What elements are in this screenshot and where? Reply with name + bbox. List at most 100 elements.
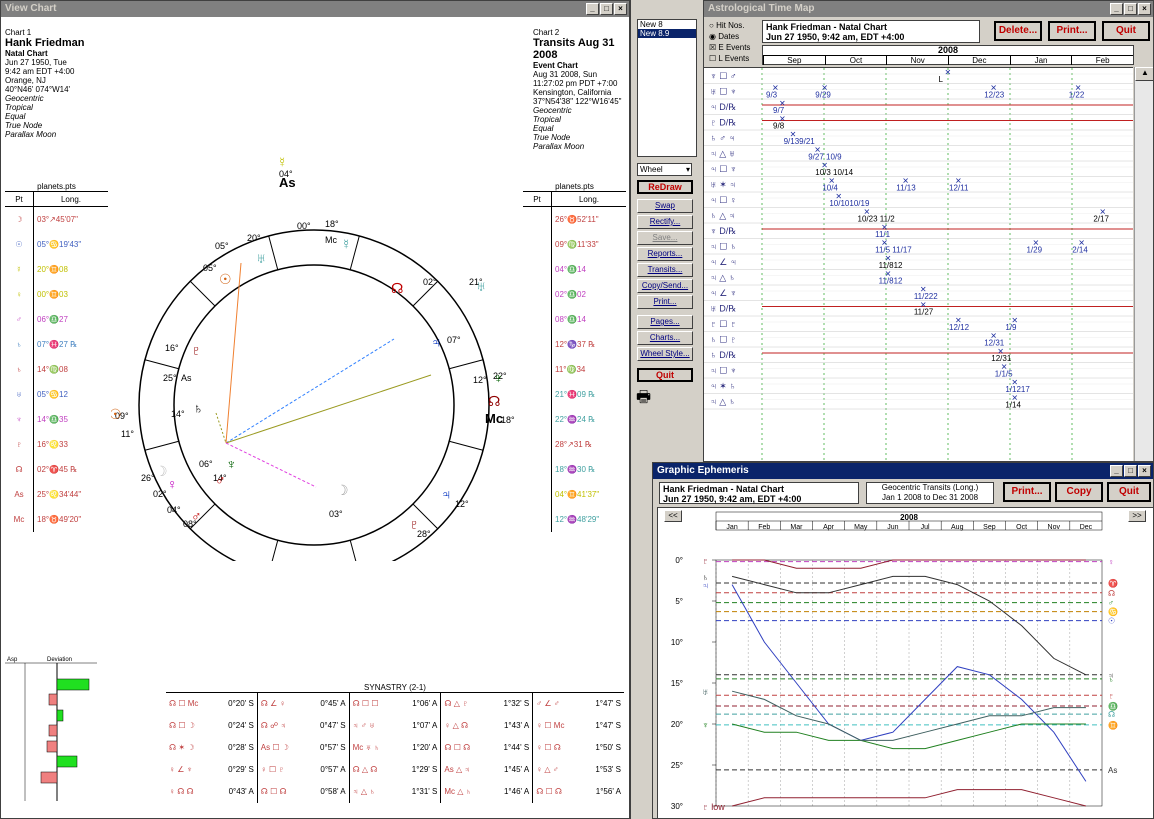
event-date[interactable]: 2/17 — [1093, 215, 1109, 224]
table-row[interactable]: ☽03°↗45'07" — [5, 207, 108, 232]
quit-button[interactable]: Quit — [1102, 21, 1150, 41]
table-row[interactable]: ☉05°♋19'43" — [5, 232, 108, 257]
event-date[interactable]: L — [938, 75, 943, 84]
event-date[interactable]: 2/14 — [1072, 246, 1088, 255]
event-date[interactable]: 11/812 — [879, 277, 903, 286]
synastry-row[interactable]: Mc △ ♄1°46' A — [441, 781, 532, 803]
delete-button[interactable]: Delete... — [994, 21, 1042, 41]
close-icon[interactable]: × — [1138, 465, 1151, 477]
ephemeris-titlebar[interactable]: Graphic Ephemeris _□× — [653, 463, 1153, 479]
aspect-glyph[interactable]: ♃ ☐ ♀ — [710, 195, 737, 205]
quit-button[interactable]: Quit — [637, 368, 693, 382]
view-chart-titlebar[interactable]: View Chart _□× — [1, 1, 629, 17]
aspect-glyph[interactable]: ♃ ✶ ♄ — [710, 381, 736, 391]
event-date[interactable]: 11/1 — [875, 230, 891, 239]
close-icon[interactable]: × — [1138, 3, 1151, 15]
radio-dates[interactable]: ◉ Dates — [709, 32, 740, 41]
aspect-glyph[interactable]: ♃ ☐ ♆ — [710, 366, 737, 376]
synastry-row[interactable]: ♀ ☐ ♇0°57' A — [258, 759, 349, 781]
aspect-glyph[interactable]: ♆ D/℞ — [710, 226, 736, 236]
synastry-row[interactable]: ☊ △ ♇1°32' S — [441, 693, 532, 715]
pages-button[interactable]: Pages... — [637, 315, 693, 329]
table-row[interactable]: 22°♒24 ℞ — [523, 407, 626, 432]
table-row[interactable]: 26°♉52'11" — [523, 207, 626, 232]
event-date[interactable]: 10/23 11/2 — [858, 215, 896, 224]
event-date[interactable]: 12/23 — [984, 91, 1005, 100]
event-date[interactable]: 9/27 10/9 — [808, 153, 842, 162]
check-l-events[interactable]: ☐ L Events — [709, 54, 750, 63]
copy-button[interactable]: Copy — [1055, 482, 1103, 502]
aspect-glyph[interactable]: ♅ ✶ ♃ — [710, 180, 736, 190]
aspect-glyph[interactable]: ♃ △ ♅ — [710, 149, 735, 159]
synastry-row[interactable]: ☊ ∠ ♀0°45' A — [258, 693, 349, 715]
table-row[interactable]: ♂06°♎27 — [5, 307, 108, 332]
save-button[interactable]: Save... — [637, 231, 693, 245]
table-row[interactable]: 04°♎14 — [523, 257, 626, 282]
table-row[interactable]: 18°♒30 ℞ — [523, 457, 626, 482]
event-date[interactable]: 10/4 — [822, 184, 838, 193]
table-row[interactable]: 04°♊41'37" — [523, 482, 626, 507]
aspect-glyph[interactable]: ♇ D/℞ — [710, 118, 736, 128]
aspect-glyph[interactable]: ♆ ☐ ♂ — [710, 71, 737, 81]
table-row[interactable]: ☿20°♊08 — [5, 257, 108, 282]
quit-button[interactable]: Quit — [1107, 482, 1151, 502]
table-row[interactable]: ♆14°♎35 — [5, 407, 108, 432]
maximize-icon[interactable]: □ — [1124, 465, 1137, 477]
synastry-row[interactable]: ☊ ☐ ☊1°56' A — [533, 781, 624, 803]
synastry-row[interactable]: ☊ ☍ ♃0°47' S — [258, 715, 349, 737]
maximize-icon[interactable]: □ — [1124, 3, 1137, 15]
synastry-row[interactable]: ♀ ∠ ♆0°29' S — [166, 759, 257, 781]
event-date[interactable]: 12/12 — [949, 323, 970, 332]
table-row[interactable]: ♅05°♋12 — [5, 382, 108, 407]
event-date[interactable]: 9/139/21 — [784, 137, 816, 146]
event-date[interactable]: 1/29 — [1026, 246, 1042, 255]
aspect-glyph[interactable]: ♃ △ ♄ — [710, 397, 735, 407]
synastry-row[interactable]: ☊ △ ☊1°29' S — [350, 759, 441, 781]
check-e-events[interactable]: ☒ E Events — [709, 43, 751, 52]
aspect-glyph[interactable]: ♄ △ ♃ — [710, 211, 735, 221]
synastry-row[interactable]: ♂ ∠ ♂1°47' S — [533, 693, 624, 715]
table-row[interactable]: ♄14°♍08 — [5, 357, 108, 382]
aspect-glyph[interactable]: ♅ D/℞ — [710, 304, 736, 314]
synastry-row[interactable]: ☊ ✶ ☽0°28' S — [166, 737, 257, 759]
rectify-button[interactable]: Rectify... — [637, 215, 693, 229]
aspect-glyph[interactable]: ♃ △ ♄ — [710, 273, 735, 283]
table-row[interactable]: 08°♎14 — [523, 307, 626, 332]
event-date[interactable]: 9/3 — [766, 91, 778, 100]
event-date[interactable]: 1/22 — [1069, 91, 1085, 100]
copysend-button[interactable]: Copy/Send... — [637, 279, 693, 293]
redraw-button[interactable]: ReDraw — [637, 180, 693, 194]
scroll-up-icon[interactable]: ▲ — [1135, 67, 1153, 81]
synastry-row[interactable]: ♀ ☊ ☊0°43' A — [166, 781, 257, 803]
event-date[interactable]: 11/812 — [879, 261, 903, 270]
table-row[interactable]: ♀00°♊03 — [5, 282, 108, 307]
list-item[interactable]: New 8 — [640, 20, 663, 29]
event-date[interactable]: 9/7 — [773, 106, 785, 115]
minimize-icon[interactable]: _ — [586, 3, 599, 15]
print-button[interactable]: Print... — [1003, 482, 1051, 502]
synastry-row[interactable]: ☊ ☐ ☊0°58' A — [258, 781, 349, 803]
table-row[interactable]: 11°♍34 — [523, 357, 626, 382]
event-date[interactable]: 12/31 — [991, 354, 1012, 363]
aspect-glyph[interactable]: ♄ ♂ ♃ — [710, 133, 735, 143]
aspect-glyph[interactable]: ♃ ☐ ♆ — [710, 164, 737, 174]
maximize-icon[interactable]: □ — [600, 3, 613, 15]
minimize-icon[interactable]: _ — [1110, 3, 1123, 15]
aspect-glyph[interactable]: ♃ ☐ ♄ — [710, 242, 737, 252]
synastry-row[interactable]: As ☐ ☽0°57' S — [258, 737, 349, 759]
synastry-row[interactable]: ♀ △ ☊1°43' A — [441, 715, 532, 737]
event-date[interactable]: 11/222 — [914, 292, 938, 301]
event-date[interactable]: 10/3 10/14 — [815, 168, 853, 177]
list-item[interactable]: New 8.9 — [638, 29, 696, 38]
event-date[interactable]: 11/5 11/17 — [875, 246, 912, 255]
event-date[interactable]: 1/1217 — [1005, 385, 1030, 394]
transits-button[interactable]: Transits... — [637, 263, 693, 277]
synastry-row[interactable]: As △ ♃1°45' A — [441, 759, 532, 781]
print-button[interactable]: Print... — [637, 295, 693, 309]
synastry-row[interactable]: ♀ △ ♂1°53' S — [533, 759, 624, 781]
table-row[interactable]: 12°♑37 ℞ — [523, 332, 626, 357]
synastry-row[interactable]: ☊ ☐ ☽0°24' S — [166, 715, 257, 737]
